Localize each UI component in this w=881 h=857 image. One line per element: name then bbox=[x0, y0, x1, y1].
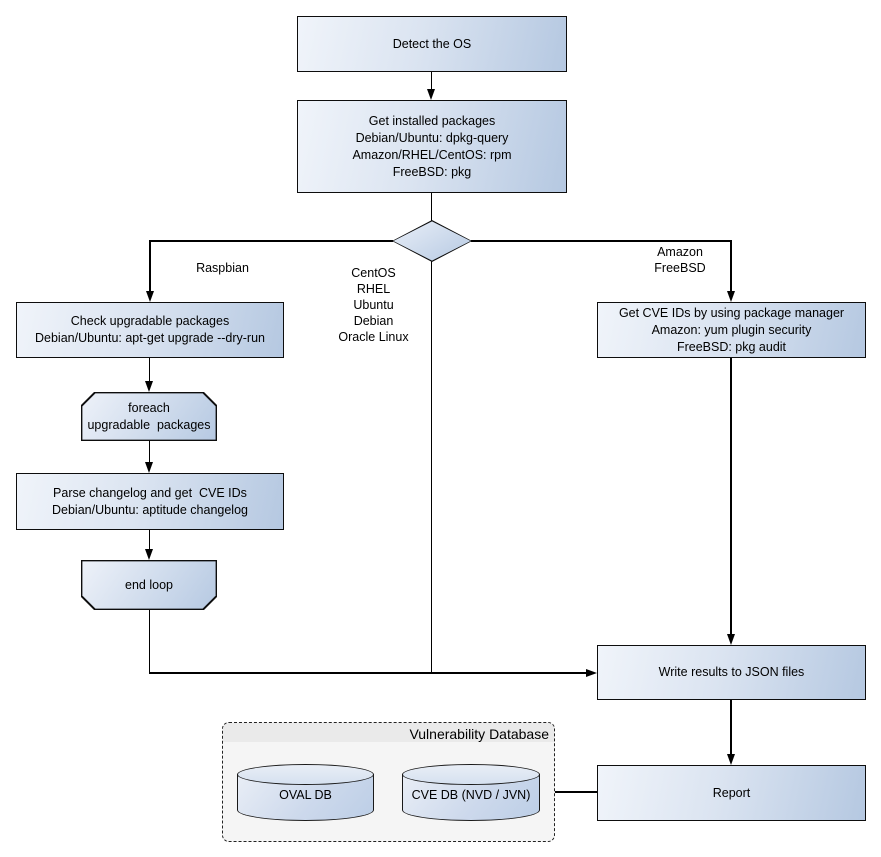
node-parse-changelog: Parse changelog and get CVE IDs Debian/U… bbox=[16, 473, 284, 530]
node-end-loop-label: end loop bbox=[125, 577, 173, 592]
node-detect-os: Detect the OS bbox=[297, 16, 567, 72]
branch-label-centos-rhel-ubuntu-debian-oracle: CentOS RHEL Ubuntu Debian Oracle Linux bbox=[338, 266, 409, 344]
node-end-loop: end loop bbox=[81, 560, 217, 610]
node-check-upgradable-label: Check upgradable packages Debian/Ubuntu:… bbox=[35, 314, 265, 345]
connector-diamond-right-v bbox=[730, 240, 732, 293]
node-foreach-loop-label: foreach upgradable packages bbox=[87, 400, 211, 432]
node-get-cve-ids: Get CVE IDs by using package manager Ama… bbox=[597, 302, 866, 358]
connector-diamond-bottom-v bbox=[430, 261, 433, 673]
node-detect-os-label: Detect the OS bbox=[392, 36, 472, 51]
node-parse-changelog-label: Parse changelog and get CVE IDs Debian/U… bbox=[52, 485, 248, 517]
vulnerability-database-group: Vulnerability Database bbox=[222, 722, 555, 842]
node-get-cve-ids-label: Get CVE IDs by using package manager Ama… bbox=[618, 305, 845, 354]
connector-diamond-left-v bbox=[149, 240, 151, 293]
connector-check-to-foreach bbox=[148, 358, 150, 382]
diamond-fill bbox=[393, 221, 471, 261]
arrowhead-write-json-top bbox=[726, 634, 735, 645]
node-check-upgradable: Check upgradable packages Debian/Ubuntu:… bbox=[16, 302, 284, 358]
arrowhead-write-json bbox=[586, 668, 597, 677]
arrowhead-foreach bbox=[144, 381, 153, 392]
connector-diamond-left-h bbox=[150, 240, 393, 242]
arrowhead-endloop bbox=[144, 549, 153, 560]
connector-detect-to-packages bbox=[430, 72, 433, 91]
branch-label-raspbian: Raspbian bbox=[196, 261, 249, 275]
vulnerability-database-title: Vulnerability Database bbox=[409, 726, 549, 742]
cylinder-cve-db-top bbox=[402, 764, 540, 785]
cylinder-oval-db-label: OVAL DB bbox=[279, 788, 332, 802]
connector-packages-to-diamond bbox=[430, 193, 433, 221]
node-report: Report bbox=[597, 765, 866, 821]
connector-write-to-report bbox=[730, 700, 732, 755]
connector-endloop-down-v bbox=[148, 610, 150, 673]
node-os-decision-diamond bbox=[392, 220, 472, 262]
connector-diamond-right-h bbox=[471, 240, 731, 242]
cylinder-cve-db: CVE DB (NVD / JVN) bbox=[402, 764, 540, 821]
connector-foreach-to-parse bbox=[148, 441, 150, 463]
connector-merge-h bbox=[148, 672, 587, 674]
arrowhead-get-cve bbox=[726, 291, 735, 302]
connector-db-to-report bbox=[555, 791, 597, 793]
node-get-installed-packages: Get installed packages Debian/Ubuntu: dp… bbox=[297, 100, 567, 193]
cylinder-oval-db: OVAL DB bbox=[237, 764, 374, 821]
arrowhead-packages bbox=[426, 89, 435, 100]
arrowhead-report bbox=[726, 754, 735, 765]
branch-label-amazon-freebsd: Amazon FreeBSD bbox=[654, 245, 706, 275]
arrowhead-parse bbox=[144, 462, 153, 473]
foreach-fill bbox=[82, 393, 215, 439]
node-foreach-loop: foreach upgradable packages bbox=[81, 392, 217, 441]
connector-getcve-to-write-v bbox=[730, 358, 732, 635]
connector-parse-to-endloop bbox=[148, 530, 150, 550]
node-write-json-label: Write results to JSON files bbox=[658, 665, 805, 679]
endloop-fill bbox=[82, 561, 215, 608]
cylinder-oval-db-top bbox=[237, 764, 374, 785]
cylinder-cve-db-label: CVE DB (NVD / JVN) bbox=[411, 788, 531, 802]
node-get-installed-packages-label: Get installed packages Debian/Ubuntu: dp… bbox=[352, 113, 512, 179]
node-report-label: Report bbox=[712, 785, 751, 800]
arrowhead-check-upgradable bbox=[145, 291, 154, 302]
node-write-json: Write results to JSON files bbox=[597, 645, 866, 700]
vulnerability-database-header bbox=[223, 723, 554, 742]
